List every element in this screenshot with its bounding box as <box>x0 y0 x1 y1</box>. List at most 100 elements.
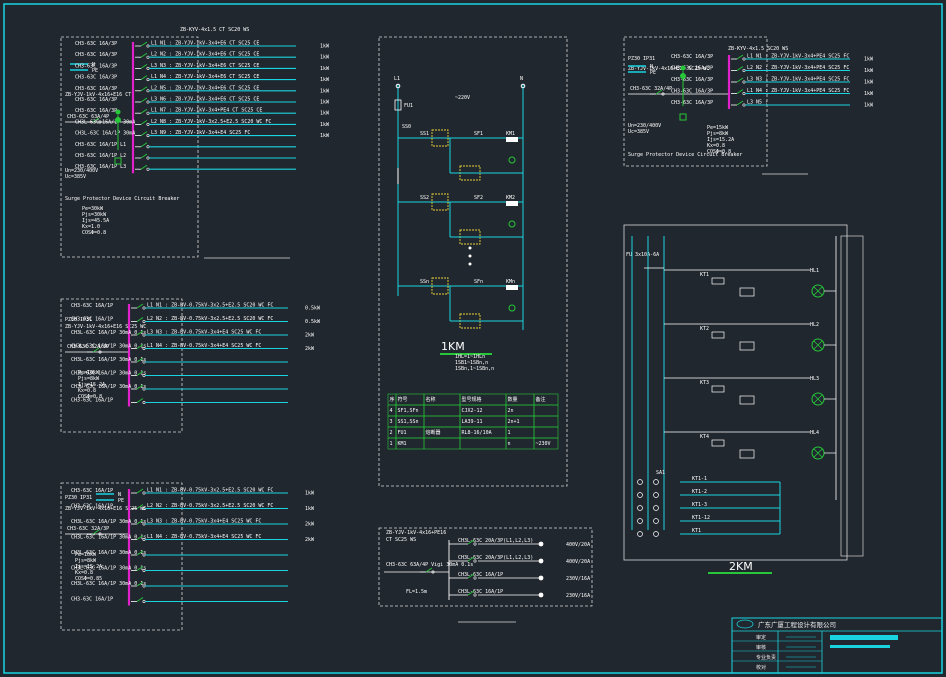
panel1-param-1: Uc=385V <box>65 174 86 180</box>
panel1-circuit-breaker-5: CH3-63C 16A/3P <box>75 97 117 103</box>
panel5-main-breaker: CH3-63C 32A/4P <box>630 86 672 92</box>
breaker-contact <box>742 69 746 73</box>
table-text-0-4: 数量 <box>508 396 518 403</box>
breaker-blade <box>140 120 148 125</box>
panel3-calc-2: Ijs=15.2A <box>75 564 102 570</box>
selector-contact-a-1 <box>637 492 643 498</box>
panel2-circuit-breaker-6: CH3L-63C 16A/1P 30mA 0.1s <box>71 384 146 390</box>
breaker-blade <box>136 550 144 556</box>
selector-contact-b-4 <box>653 531 659 537</box>
table-text-1-4: 2n <box>508 408 514 414</box>
panel5-calc-0: Pe=15kW <box>707 125 729 131</box>
panel5-circuit-cable-4: L3 N5 : <box>747 100 768 106</box>
neutral-terminal-label: N <box>520 76 523 82</box>
panel3-circuit-breaker-6: CH3L-63C 16A/1P 30mA 0.1s <box>71 581 146 587</box>
panel1-main-breaker: CH3-63C 63A/4P <box>67 114 109 120</box>
panel2-circuit-breaker-2: CH3L-63C 16A/1P 30mA 0.1s <box>71 330 146 336</box>
title-row-label-2: 专业负责 <box>756 654 776 661</box>
table-text-4-4: n <box>508 441 511 447</box>
panel2-header: PZ30 IP31 <box>65 317 92 323</box>
ctrl2-frame <box>623 224 848 561</box>
table-text-4-5: ~230V <box>536 441 551 447</box>
panel5-circuit-cable-2: L3 N3 : ZB-YJV-1kV-3x4+PE4 SC25 FC <box>747 77 849 83</box>
panel5-circuit-breaker-2: CH3-63C 16A/3P <box>671 77 713 83</box>
table-text-3-4: 1 <box>508 430 511 436</box>
breaker-blade <box>136 371 144 376</box>
spd-indicator <box>680 73 686 79</box>
breaker-contact <box>742 57 746 61</box>
panel1-circuit-cable-2: L3 N3 : ZB-YJV-1kV-3x4+E6 CT SC25 CE <box>151 63 259 69</box>
panel4-socket-2 <box>538 575 544 581</box>
panel3-header: PZ30 IP31 <box>65 495 92 501</box>
breaker-contact <box>473 559 477 563</box>
panel2-circuit-cable-0: L1 N1 : ZB-BV-0.75kV-3x2.5+E2.5 SC20 WC … <box>147 303 273 309</box>
neutral-label: N <box>118 492 121 498</box>
neutral-terminal <box>520 83 526 89</box>
breaker-blade <box>136 488 144 494</box>
table-text-1-1: SF1,SFn <box>398 408 419 414</box>
panel1-circuit-load-1: 1kW <box>320 55 330 61</box>
panel1-spd: Surge Protector Device Circuit Breaker <box>65 196 179 202</box>
breaker-contact <box>473 542 477 546</box>
panel3-circuit-breaker-1: CH3-63C 16A/1P <box>71 504 113 510</box>
panel5-circuit-cable-3: L1 N4 : ZB-YJV-1kV-3x4+PE4 SC25 FC <box>747 88 849 94</box>
breaker-blade <box>140 108 148 114</box>
breaker-blade <box>136 384 144 390</box>
panel3-calc-1: Pjs=8kW <box>75 558 97 564</box>
panel3-circuit-load-3: 2kW <box>305 537 315 543</box>
panel4-socket-3 <box>538 592 544 598</box>
fuse-symbol <box>394 99 402 111</box>
title-row-label-3: 校对 <box>756 664 766 671</box>
dashed-boxes <box>60 36 768 631</box>
indicator-lamp-1 <box>508 220 516 228</box>
panel1-circuit-load-3: 1kW <box>320 77 330 83</box>
breaker-contact <box>431 570 435 574</box>
panel2-calc-2: Ijs=15.2A <box>78 382 105 388</box>
panel1-circuit-cable-6: L1 N7 : ZB-YJV-1kV-3x4+PE4 CT SC25 CE <box>151 108 262 114</box>
breaker-contact <box>142 319 146 323</box>
panel3-calc-4: COSΦ=0.85 <box>75 576 102 582</box>
switch-label-2: SSn <box>420 279 429 285</box>
table-text-3-0: 2 <box>390 430 393 436</box>
breaker-blade <box>736 54 744 60</box>
breaker-contact <box>473 593 477 597</box>
selector-contact-b-0 <box>653 479 659 485</box>
breaker-blade <box>92 117 100 123</box>
breaker-blade <box>467 573 475 579</box>
panel1-circuit-load-4: 1kW <box>320 88 330 94</box>
panel4-breaker-1: CH3L-63C 20A/3P(L1,L2,L3) <box>458 555 533 561</box>
panel2-calc-1: Pjs=8kW <box>78 376 100 382</box>
breaker-contact <box>146 100 150 104</box>
indicator-lamp-0 <box>508 156 516 164</box>
spd-box <box>679 113 687 121</box>
continuation-dot-1 <box>468 254 472 258</box>
panel1-circuit-breaker-7: CH3L-63C 16A/1P 30mA <box>75 119 135 125</box>
lamp-label-1: HL2 <box>810 322 819 328</box>
pushbutton-box-1 <box>431 193 449 211</box>
relay-contact-0 <box>739 287 755 297</box>
table-text-0-0: 序 <box>390 396 395 403</box>
selector-contact-a-3 <box>637 518 643 524</box>
panel5-circuit-cable-0: L1 N1 : ZB-YJV-1kV-3x4+PE4 SC25 FC <box>747 54 849 60</box>
neutral-label: N <box>650 64 653 70</box>
ctrl2-terminal-strip <box>840 235 864 557</box>
timer-label-2: KT1-3 <box>692 502 707 508</box>
panel5-param-0: Un=230/400V <box>628 123 661 129</box>
selector-contact-b-3 <box>653 518 659 524</box>
breaker-blade <box>136 597 144 602</box>
panel1-circuit-load-8: 1kW <box>320 133 330 139</box>
breaker-contact <box>146 122 150 126</box>
timer-label-0: KT1-1 <box>692 476 707 482</box>
panel5-circuit-load-3: 1kW <box>864 91 874 97</box>
selector-label: SA1 <box>656 470 665 476</box>
coil-label-2: KMn <box>506 279 515 285</box>
selector-contact-a-4 <box>637 531 643 537</box>
breaker-contact <box>661 92 665 96</box>
table-cell-1-2 <box>423 404 461 417</box>
relay-contact-2 <box>739 395 755 405</box>
relay-label-2: KT3 <box>700 380 709 386</box>
panel1-spare-2: CH3-63C 16A/1P L3 <box>75 164 126 170</box>
panel3-circuit-cable-2: L3 N3 : ZB-BV-0.75kV-3x4+E4 SC25 WC FC <box>147 519 261 525</box>
